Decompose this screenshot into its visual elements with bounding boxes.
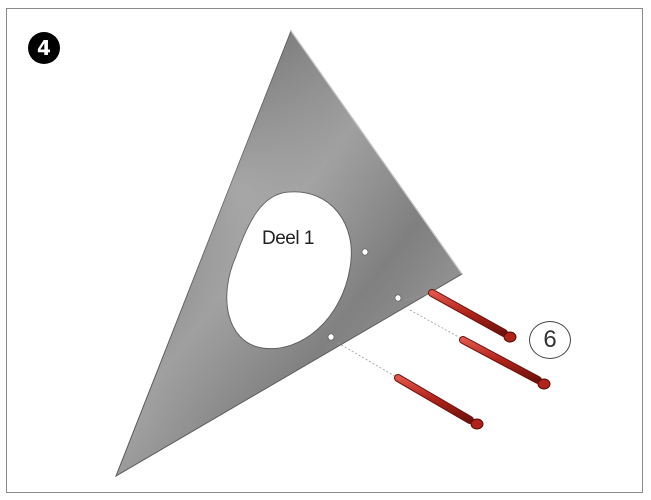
- mounting-hole: [327, 333, 335, 341]
- mounting-hole: [394, 294, 402, 302]
- triangular-metal-plate-icon: [115, 29, 463, 478]
- alignment-guides: [337, 292, 465, 379]
- step-number-badge: 4: [28, 32, 60, 64]
- screw-icon: [428, 289, 517, 343]
- screw-icon: [459, 336, 551, 390]
- screw-icon: [394, 374, 484, 430]
- quantity-callout: 6: [529, 321, 571, 359]
- mounting-hole: [361, 248, 369, 256]
- part-label: Deel 1: [262, 228, 314, 249]
